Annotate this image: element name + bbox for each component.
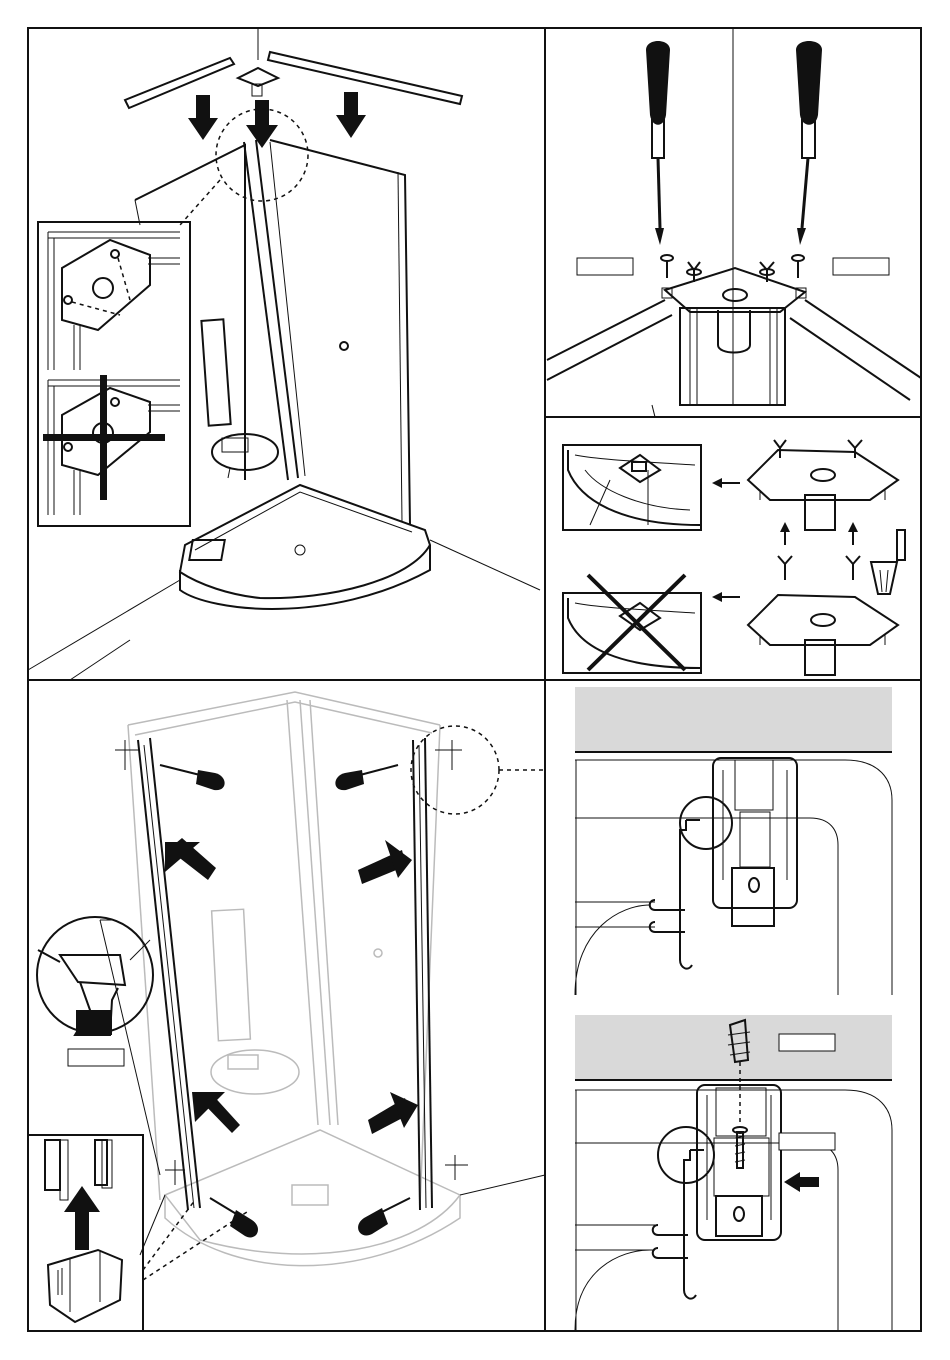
panel-1-top-rail-assembly <box>28 28 540 680</box>
push-arrow-icon <box>192 1092 240 1133</box>
down-arrow-icon <box>336 92 366 138</box>
shower-tray-icon <box>563 445 701 530</box>
wall-bracket-upper <box>713 758 797 926</box>
connector-plate-icon <box>748 440 898 530</box>
top-rail-left <box>125 58 234 108</box>
connector-plate-icon <box>748 595 898 675</box>
part-label-box <box>779 1034 835 1051</box>
screwdriver-icon <box>358 1198 410 1235</box>
part-label-box <box>68 1049 124 1066</box>
drill-icon <box>37 917 153 1035</box>
wall-bracket-lower <box>697 1085 781 1240</box>
shower-enclosure-panel-1 <box>135 140 430 609</box>
side-rail-left <box>547 300 672 380</box>
down-arrow-icon <box>188 95 218 140</box>
cup-part-icon <box>871 530 905 594</box>
screw-icon <box>733 1127 747 1168</box>
connector-plate-icon <box>662 268 806 405</box>
up-arrow-icon <box>64 1186 100 1250</box>
part-label-box <box>833 258 889 275</box>
up-arrow-icon <box>848 522 858 545</box>
screwdriver-icon <box>796 41 822 245</box>
panel-5-wall-bracket-detail <box>575 687 892 1331</box>
incorrect-orientation-detail <box>48 380 180 515</box>
detail-callout-circle <box>411 726 545 814</box>
profile-section-lower <box>575 1090 892 1331</box>
left-arrow-icon <box>712 478 740 488</box>
prohibited-cross-icon <box>588 575 685 670</box>
side-rail-right <box>790 300 921 400</box>
push-arrow-icon <box>784 1172 819 1192</box>
ceiling-shade-upper <box>575 687 892 752</box>
push-arrow-icon <box>368 1092 418 1134</box>
corner-connector-icon <box>238 68 278 96</box>
push-arrow-icon <box>165 838 216 880</box>
wing-nut-icon <box>846 556 860 580</box>
panel-4-enclosure-assembly <box>28 692 545 1331</box>
prohibited-cross-icon <box>43 375 165 500</box>
screw-icon <box>792 255 804 278</box>
left-arrow-icon <box>712 592 740 602</box>
profile-insert-icon <box>48 1250 122 1322</box>
screw-icon <box>661 255 673 278</box>
up-arrow-icon <box>780 522 790 545</box>
top-rail-right <box>268 52 462 104</box>
profile-section-upper <box>575 760 892 995</box>
profile-insert-inset <box>28 1135 250 1331</box>
correct-orientation-detail <box>48 232 180 370</box>
wall-profile-right <box>413 738 468 1210</box>
panel-2-connector-screws <box>547 28 921 417</box>
push-arrow-icon <box>358 840 412 884</box>
part-label-box <box>577 258 633 275</box>
screwdriver-icon <box>646 41 670 245</box>
screwdriver-icon <box>160 765 225 790</box>
wing-nut-icon <box>778 556 792 580</box>
shower-tray-icon <box>563 593 701 673</box>
detail-inset-box <box>38 222 190 526</box>
screwdriver-icon <box>335 765 398 790</box>
part-label-box <box>779 1133 835 1150</box>
wall-profile-left <box>115 738 200 1210</box>
panel-3-connector-orientation <box>563 440 905 675</box>
